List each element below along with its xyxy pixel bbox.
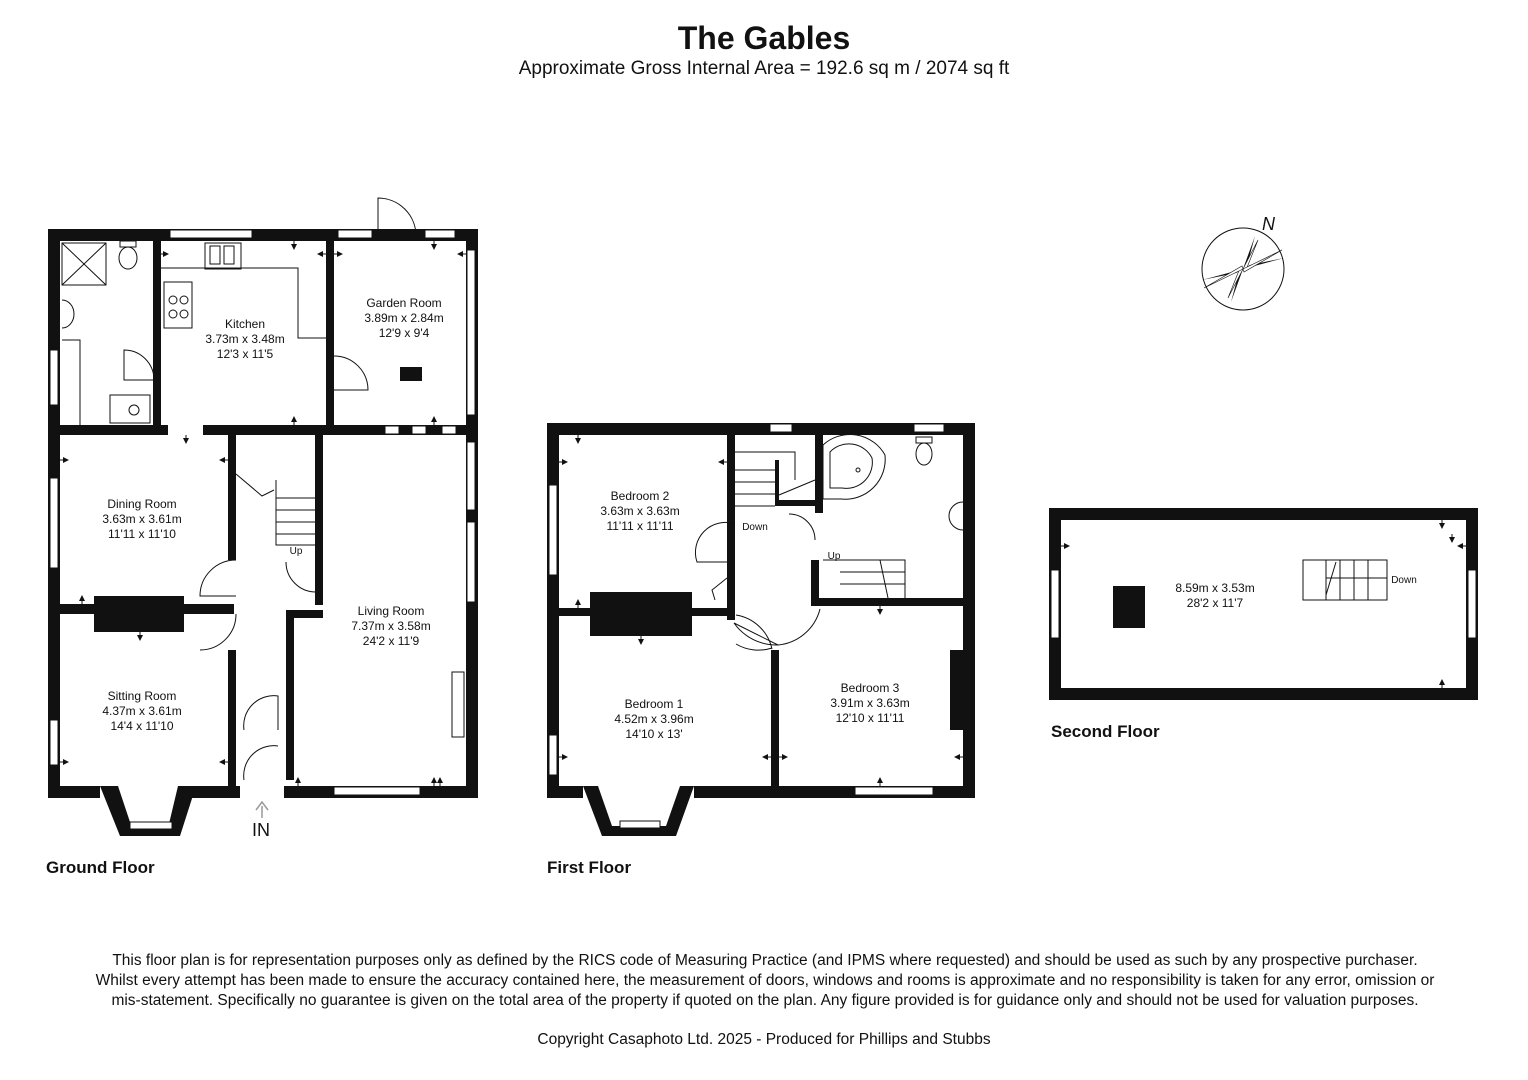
first-stair-up-label: Up (828, 551, 841, 562)
bedroom-2-name: Bedroom 2 (611, 489, 670, 503)
first-floor-walls (547, 423, 975, 798)
bedroom-1-imperial: 14'10 x 13' (625, 727, 682, 741)
ground-stair-up-label: Up (290, 546, 303, 557)
second-floor-room-labels: 8.59m x 3.53m 28'2 x 11'7 Down (1175, 575, 1416, 610)
entrance-label: IN (252, 820, 270, 840)
ground-floor-dimension-arrows (60, 241, 466, 786)
kitchen-metric: 3.73m x 3.48m (205, 332, 284, 346)
first-floor-room-labels: Bedroom 2 3.63m x 3.63m 11'11 x 11'11 Be… (600, 489, 909, 741)
kitchen-imperial: 12'3 x 11'5 (217, 347, 274, 361)
copyright-text: Copyright Casaphoto Ltd. 2025 - Produced… (537, 1031, 991, 1048)
first-floor-bay-window-frame (583, 786, 694, 836)
first-floor-plan: Bedroom 2 3.63m x 3.63m 11'11 x 11'11 Be… (547, 423, 975, 877)
bedroom-2-imperial: 11'11 x 11'11 (606, 519, 673, 533)
living-room-name: Living Room (358, 604, 425, 618)
dining-room-metric: 3.63m x 3.61m (102, 512, 181, 526)
first-floor-fixtures (694, 433, 964, 651)
first-floor-dimension-arrows (559, 435, 963, 786)
second-floor-label: Second Floor (1051, 722, 1160, 741)
gross-area: Approximate Gross Internal Area = 192.6 … (518, 58, 1010, 79)
first-floor-windows (548, 423, 945, 796)
second-stair-down-label: Down (1391, 575, 1417, 586)
bedroom-1-name: Bedroom 1 (625, 697, 684, 711)
ground-floor-label: Ground Floor (46, 858, 155, 877)
dining-room-name: Dining Room (107, 497, 176, 511)
first-floor-label: First Floor (547, 858, 631, 877)
ground-floor-plan: IN Kitchen 3.73m x 3.48m 12'3 x 11'5 Gar… (46, 197, 478, 877)
kitchen-name: Kitchen (225, 317, 265, 331)
compass-north-label: N (1262, 214, 1276, 234)
sitting-room-name: Sitting Room (108, 689, 177, 703)
bedroom-3-imperial: 12'10 x 11'11 (836, 711, 905, 725)
second-floor-dimension-arrows (1061, 520, 1466, 688)
second-floor-windows (1050, 569, 1477, 639)
bedroom-2-metric: 3.63m x 3.63m (600, 504, 679, 518)
first-stair-down-label: Down (742, 522, 768, 533)
ground-floor-fixtures (61, 197, 465, 781)
loft-room-imperial: 28'2 x 11'7 (1187, 596, 1244, 610)
sitting-room-imperial: 14'4 x 11'10 (110, 719, 173, 733)
bedroom-3-metric: 3.91m x 3.63m (830, 696, 909, 710)
bedroom-3-name: Bedroom 3 (841, 681, 900, 695)
dining-room-imperial: 11'11 x 11'10 (108, 527, 176, 541)
garden-room-imperial: 12'9 x 9'4 (379, 326, 430, 340)
loft-room-metric: 8.59m x 3.53m (1175, 581, 1254, 595)
disclaimer-text: This floor plan is for representation pu… (95, 952, 1435, 1009)
plan-title: The Gables (677, 20, 851, 56)
garden-room-metric: 3.89m x 2.84m (364, 311, 443, 325)
living-room-metric: 7.37m x 3.58m (351, 619, 430, 633)
second-floor-stairs (1302, 559, 1388, 601)
living-room-imperial: 24'2 x 11'9 (363, 634, 420, 648)
entrance-arrow (255, 800, 269, 818)
bedroom-1-metric: 4.52m x 3.96m (614, 712, 693, 726)
ground-floor-room-labels: Kitchen 3.73m x 3.48m 12'3 x 11'5 Garden… (102, 296, 443, 733)
second-floor-plan: 8.59m x 3.53m 28'2 x 11'7 Down Second Fl… (1049, 508, 1478, 741)
ground-floor-windows (49, 229, 476, 796)
second-floor-walls (1049, 508, 1478, 700)
compass-icon: N (1201, 214, 1285, 311)
garden-room-name: Garden Room (366, 296, 441, 310)
sitting-room-metric: 4.37m x 3.61m (102, 704, 181, 718)
floor-plan-drawing: IN Kitchen 3.73m x 3.48m 12'3 x 11'5 Gar… (46, 197, 1478, 877)
